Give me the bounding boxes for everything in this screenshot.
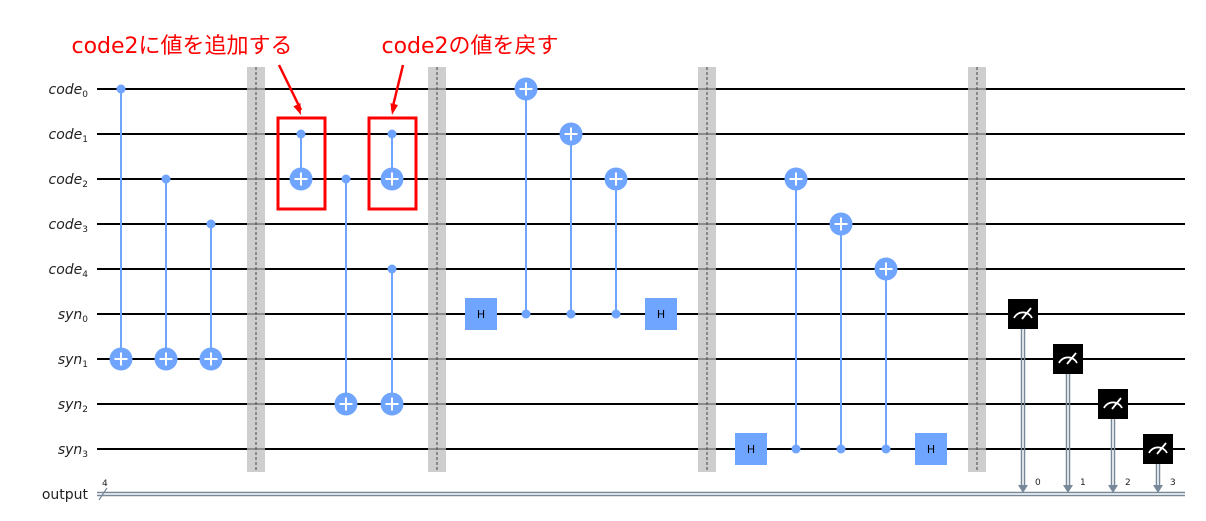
- hadamard-label: H: [747, 443, 755, 456]
- hadamard-gate: [645, 298, 677, 330]
- annotations: code2に値を追加する code2の値を戻す: [71, 34, 559, 211]
- measure-gate: [1008, 299, 1038, 329]
- qubit-label: code1: [49, 127, 89, 145]
- annotation-restore-value: code2の値を戻す: [381, 34, 558, 59]
- hadamard-label: H: [927, 443, 935, 456]
- hadamard-label: H: [477, 308, 485, 321]
- classical-bit-label: 3: [1170, 478, 1176, 488]
- gates: H H H H 0 1 2 3: [109, 67, 1176, 493]
- annotation-arrow: [277, 64, 303, 111]
- qubit-label: syn0: [58, 307, 88, 325]
- cnot-control-dot: [341, 174, 351, 184]
- hadamard-gate: [465, 298, 497, 330]
- qubit-label: syn2: [58, 397, 88, 415]
- cnot-control-dot: [116, 84, 126, 94]
- cnot-control-dot: [611, 309, 621, 319]
- measure-gate: [1053, 344, 1083, 374]
- cnot-control-dot: [206, 219, 216, 229]
- qubit-label: syn1: [58, 352, 88, 370]
- hadamard-label: H: [657, 308, 665, 321]
- annotation-arrow: [390, 64, 405, 111]
- register-width-slash: [98, 487, 108, 501]
- measure-arrow-icon: [1153, 485, 1163, 493]
- qubit-label: code2: [49, 172, 89, 190]
- classical-bit-label: 0: [1035, 478, 1041, 488]
- cnot-control-dot: [791, 444, 801, 454]
- hadamard-gate: [735, 433, 767, 465]
- highlight-box: [367, 116, 418, 211]
- cnot-control-dot: [387, 129, 397, 139]
- meter-icon: [1058, 356, 1078, 364]
- annotation-add-value: code2に値を追加する: [71, 34, 292, 59]
- classical-label: output: [42, 487, 89, 503]
- hadamard-gate: [915, 433, 947, 465]
- arrow-head-icon: [390, 103, 398, 115]
- cnot-control-dot: [161, 174, 171, 184]
- qubit-label: code3: [49, 217, 89, 235]
- wires: code0 code1 code2 code3 code4 syn0 syn1 syn2 syn…: [42, 82, 1185, 503]
- measure-gate: [1098, 389, 1128, 419]
- classical-bit-label: 2: [1125, 478, 1131, 488]
- measure-arrow-icon: [1063, 485, 1073, 493]
- meter-icon: [1013, 311, 1033, 319]
- measure-gate: [1143, 434, 1173, 464]
- meter-needle: [1021, 307, 1032, 320]
- register-width: 4: [102, 479, 108, 489]
- qubit-label: code0: [49, 82, 89, 100]
- meter-needle: [1156, 442, 1167, 455]
- meter-icon: [1148, 446, 1168, 454]
- classical-bit-label: 1: [1080, 478, 1086, 488]
- cnot-control-dot: [881, 444, 891, 454]
- qubit-label: syn3: [58, 442, 88, 460]
- meter-needle: [1111, 397, 1122, 410]
- measure-arrow-icon: [1018, 485, 1028, 493]
- cnot-control-dot: [836, 444, 846, 454]
- meter-icon: [1103, 401, 1123, 409]
- measure-arrow-icon: [1108, 485, 1118, 493]
- cnot-control-dot: [387, 264, 397, 274]
- cnot-control-dot: [296, 129, 306, 139]
- arrow-head-icon: [293, 103, 301, 115]
- highlight-box: [276, 116, 327, 211]
- qubit-label: code4: [49, 262, 89, 280]
- cnot-control-dot: [566, 309, 576, 319]
- meter-needle: [1066, 352, 1077, 365]
- cnot-control-dot: [521, 309, 531, 319]
